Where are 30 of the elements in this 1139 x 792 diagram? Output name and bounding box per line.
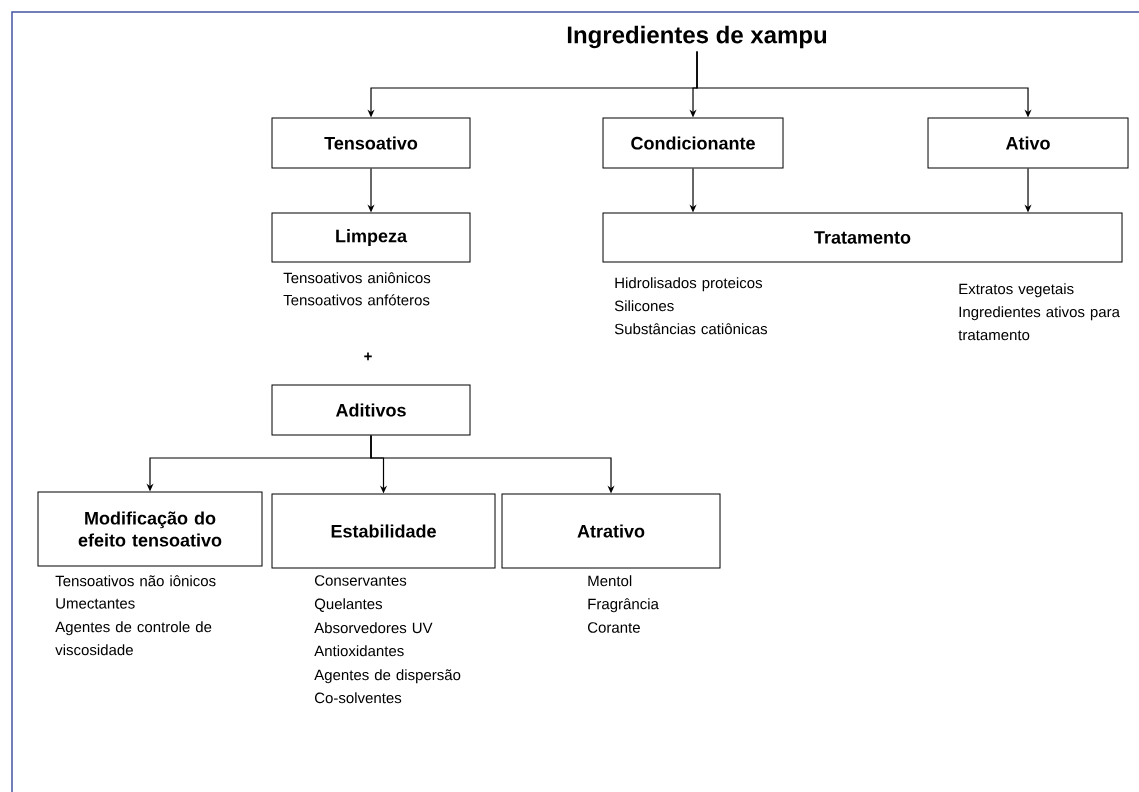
ingredient-item: Umectantes: [56, 598, 135, 609]
ingredient-item: Agentes de dispersão: [314, 669, 461, 684]
category-box: Limpeza: [271, 212, 471, 263]
ingredient-item: Tensoativos anfóteros: [283, 294, 430, 306]
category-box: Condicionante: [602, 117, 784, 169]
ingredient-item: Extratos vegetais: [959, 283, 1074, 298]
ingredient-item: Tensoativos aniônicos: [283, 272, 431, 284]
ingredient-item: Quelantes: [314, 598, 382, 612]
ingredient-item: Co-solventes: [314, 692, 402, 704]
ingredient-item: Mentol: [588, 575, 632, 587]
ingredient-item: Fragrância: [588, 598, 659, 613]
ingredient-item: Silicones: [614, 300, 674, 312]
category-box: Tratamento: [602, 212, 1123, 263]
ingredient-item: Conservantes: [314, 575, 407, 586]
ingredient-item: Substâncias catiônicas: [614, 323, 768, 335]
category-box: Tensoativo: [271, 117, 471, 169]
ingredient-item: Hidrolisados proteicos: [615, 277, 762, 292]
ingredient-item: Ingredientes ativos para tratamento: [958, 306, 1120, 341]
diagram-title: Ingredientes de xampu: [567, 25, 827, 49]
ingredient-item: Corante: [588, 622, 640, 633]
category-box: Estabilidade: [271, 493, 496, 569]
ingredient-item: Absorvedores UV: [314, 622, 433, 634]
plus-sign: +: [364, 352, 372, 361]
ingredient-item: Agentes de controle de viscosidade: [55, 621, 212, 656]
ingredient-item: Antioxidantes: [314, 645, 404, 657]
category-box: Atrativo: [501, 493, 721, 569]
category-box: Modificação do efeito tensoativo: [37, 491, 263, 567]
category-box: Ativo: [927, 117, 1129, 169]
category-box: Aditivos: [271, 384, 471, 436]
ingredient-item: Tensoativos não iônicos: [55, 575, 216, 587]
